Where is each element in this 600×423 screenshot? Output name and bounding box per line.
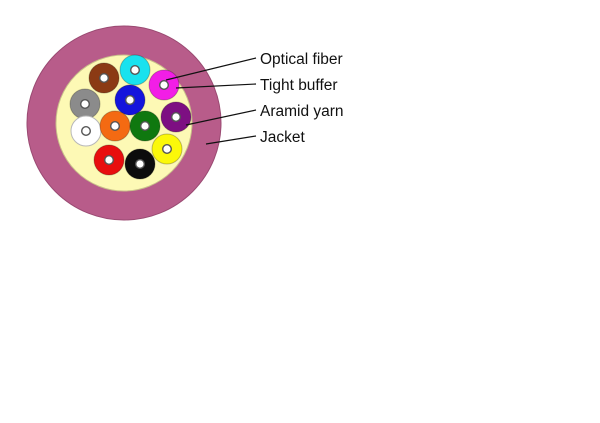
fiber-aqua-core (129, 64, 140, 75)
fiber-slate-core (79, 98, 90, 109)
fiber-violet-core (170, 111, 181, 122)
fiber-green-core (139, 120, 150, 131)
label-jacket: Jacket (260, 129, 305, 146)
fiber-black-core (134, 158, 145, 169)
fiber-white-core (80, 125, 91, 136)
fiber-red-core (103, 154, 114, 165)
label-tight-buffer: Tight buffer (260, 77, 338, 94)
fiber-brown-core (98, 72, 109, 83)
fiber-group (69, 54, 192, 180)
fiber-blue-core (124, 94, 135, 105)
leader-line-optical-fiber (165, 57, 257, 81)
fiber-orange-core (109, 120, 120, 131)
leader-line-jacket (205, 135, 257, 145)
fiber-yellow-core (161, 143, 172, 154)
fiber-rose-core (158, 79, 169, 90)
label-aramid-yarn: Aramid yarn (260, 103, 344, 120)
leader-line-aramid-yarn (185, 109, 257, 126)
leader-line-tight-buffer (175, 83, 257, 89)
label-optical-fiber: Optical fiber (260, 51, 343, 68)
